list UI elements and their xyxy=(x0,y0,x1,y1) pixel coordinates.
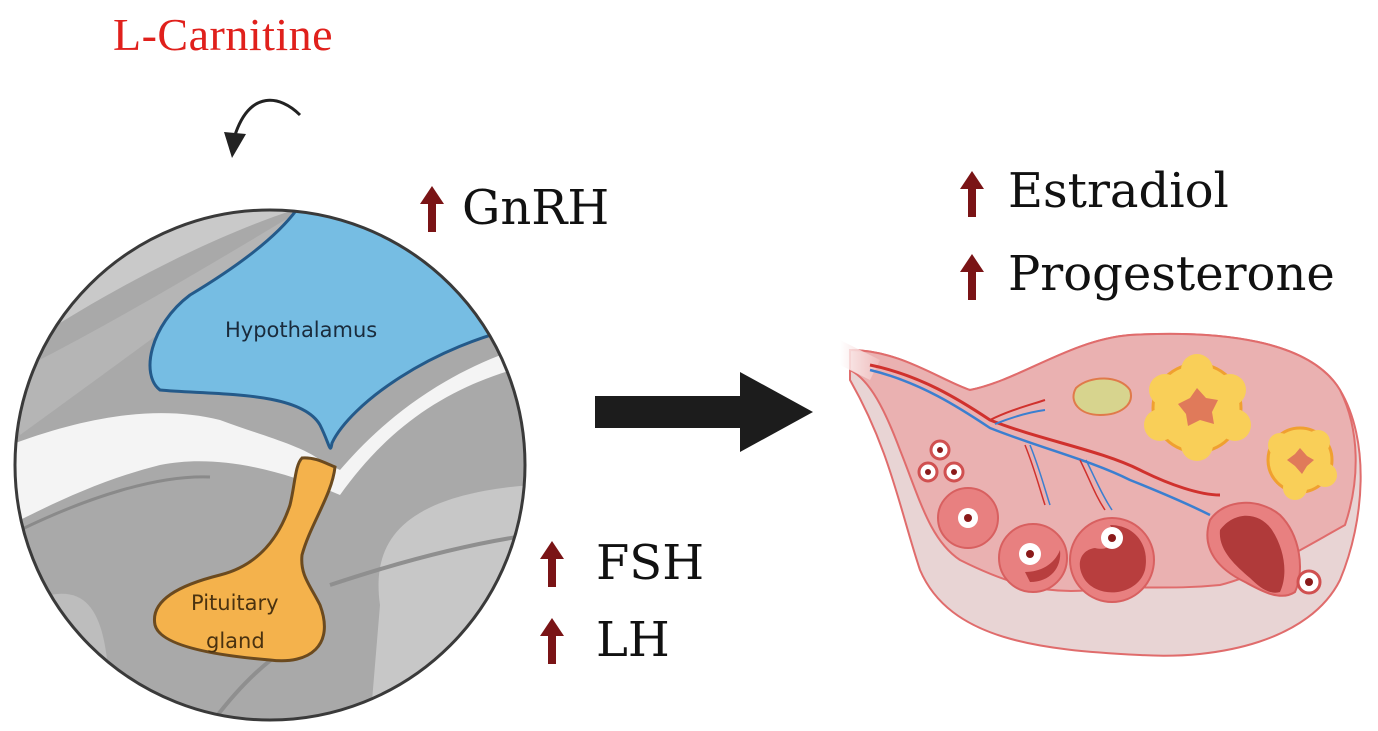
up-arrow-icon xyxy=(420,186,444,232)
hypothalamus-label: Hypothalamus xyxy=(225,318,377,342)
curved-arrow-icon xyxy=(224,98,302,158)
up-arrow-icon xyxy=(540,541,564,587)
pituitary-label-line1: Pituitary xyxy=(191,591,279,615)
corpus-luteum-small xyxy=(1266,426,1337,500)
up-arrow-icon xyxy=(960,171,984,217)
fsh-label: FSH xyxy=(596,535,705,591)
corpus-luteum-large xyxy=(1144,354,1251,461)
progesterone-label: Progesterone xyxy=(1008,246,1335,302)
title-l-carnitine: L-Carnitine xyxy=(113,9,334,60)
gnrh-label: GnRH xyxy=(462,180,610,236)
lh-label: LH xyxy=(596,612,670,668)
brain-circle: Hypothalamus Pituitary gland xyxy=(13,208,527,722)
estradiol-label: Estradiol xyxy=(1008,163,1229,219)
up-arrow-icon xyxy=(960,254,984,300)
pituitary-label-line2: gland xyxy=(206,629,265,653)
ovary-illustration xyxy=(840,332,1362,657)
up-arrow-icon xyxy=(540,618,564,664)
right-arrow-icon xyxy=(595,372,813,452)
